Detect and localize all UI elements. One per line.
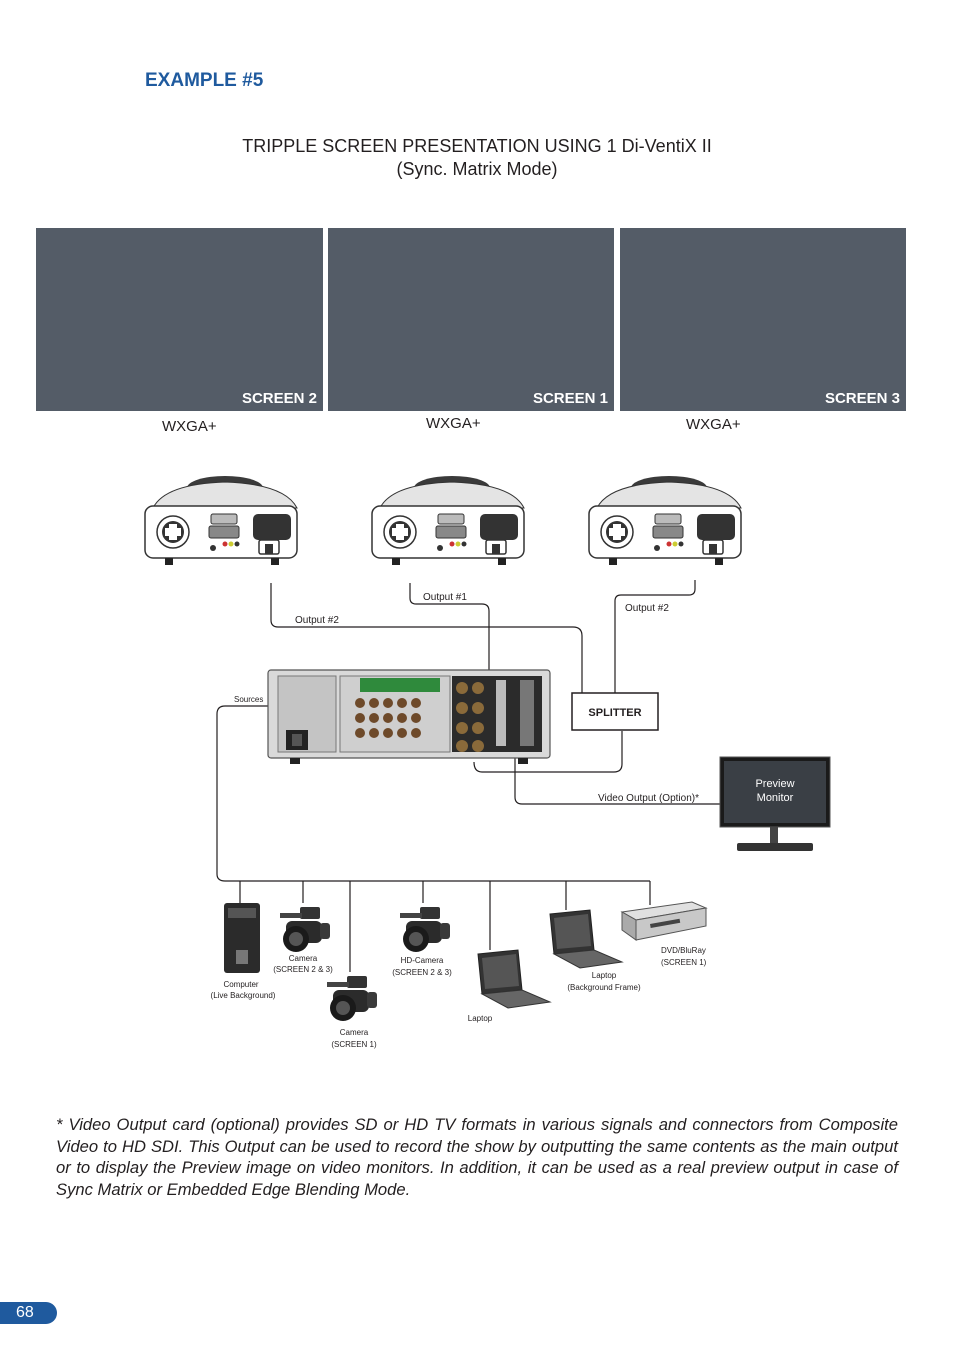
- cable-video-output: [514, 758, 720, 805]
- output-right-label: Output #2: [625, 603, 669, 614]
- screen-1-resolution: WXGA+: [426, 415, 481, 432]
- page-number: 68: [16, 1304, 34, 1321]
- camera-a-label-2: (SCREEN 2 & 3): [273, 965, 333, 974]
- diagram-title: TRIPPLE SCREEN PRESENTATION USING 1 Di-V…: [0, 135, 954, 181]
- laptop-background-frame: [549, 909, 623, 969]
- diagram-title-line-2: (Sync. Matrix Mode): [396, 159, 558, 179]
- cable-splitter-in: [473, 731, 623, 773]
- preview-monitor: Preview Monitor: [719, 756, 831, 851]
- screen-1-panel: SCREEN 1: [328, 228, 614, 411]
- cable-output-left: [270, 583, 583, 693]
- camera-b-label-1: Camera: [340, 1028, 369, 1037]
- projector-center: [371, 475, 525, 566]
- camera-a-label-1: Camera: [289, 954, 318, 963]
- laptop: [477, 949, 551, 1009]
- example-heading: EXAMPLE #5: [145, 70, 264, 91]
- screen-2-resolution: WXGA+: [162, 418, 217, 435]
- output-center-label: Output #1: [423, 592, 467, 603]
- sources-label: Sources: [234, 695, 263, 704]
- cable-sources-bus: [216, 705, 650, 882]
- screen-3-label: SCREEN 3: [824, 390, 900, 407]
- dvd-player: [620, 901, 708, 941]
- camera-screen-1: [327, 976, 377, 1021]
- preview-monitor-label-1: Preview: [755, 778, 794, 790]
- di-ventix-device: [267, 669, 551, 764]
- hd-camera-label-2: (SCREEN 2 & 3): [392, 968, 452, 977]
- screen-2-label: SCREEN 2: [241, 390, 317, 407]
- connection-diagram: SPLITTER Preview Monitor Output #2 Outpu…: [144, 475, 831, 1049]
- laptop-b-label-2: (Background Frame): [567, 983, 641, 992]
- camera-screen-2-3: [280, 907, 330, 952]
- footnote: * Video Output card (optional) provides …: [56, 1115, 898, 1199]
- cable-output-right: [614, 580, 696, 693]
- output-left-label: Output #2: [295, 615, 339, 626]
- laptop-b-label-1: Laptop: [592, 971, 617, 980]
- camera-b-label-2: (SCREEN 1): [331, 1040, 377, 1049]
- dvd-label-1: DVD/BluRay: [661, 946, 706, 955]
- projector-left: [144, 475, 298, 566]
- screen-2-panel: SCREEN 2: [36, 228, 323, 411]
- preview-monitor-label-2: Monitor: [757, 792, 794, 804]
- video-output-label: Video Output (Option)*: [598, 793, 699, 804]
- splitter-label: SPLITTER: [588, 707, 641, 719]
- projector-right: [588, 475, 742, 566]
- cable-output-center: [409, 583, 490, 680]
- computer-label-1: Computer: [223, 980, 258, 989]
- dvd-label-2: (SCREEN 1): [661, 958, 707, 967]
- laptop-a-label: Laptop: [468, 1014, 493, 1023]
- screen-3-resolution: WXGA+: [686, 416, 741, 433]
- hd-camera-label-1: HD-Camera: [401, 956, 444, 965]
- page-number-badge: 68: [0, 1302, 57, 1324]
- computer-label-2: (Live Background): [211, 991, 276, 1000]
- splitter-box: [571, 692, 659, 731]
- hd-camera: [400, 907, 450, 952]
- computer-tower: [224, 903, 260, 973]
- screen-1-label: SCREEN 1: [532, 390, 608, 407]
- diagram-title-line-1: TRIPPLE SCREEN PRESENTATION USING 1 Di-V…: [242, 136, 712, 156]
- screen-3-panel: SCREEN 3: [620, 228, 906, 411]
